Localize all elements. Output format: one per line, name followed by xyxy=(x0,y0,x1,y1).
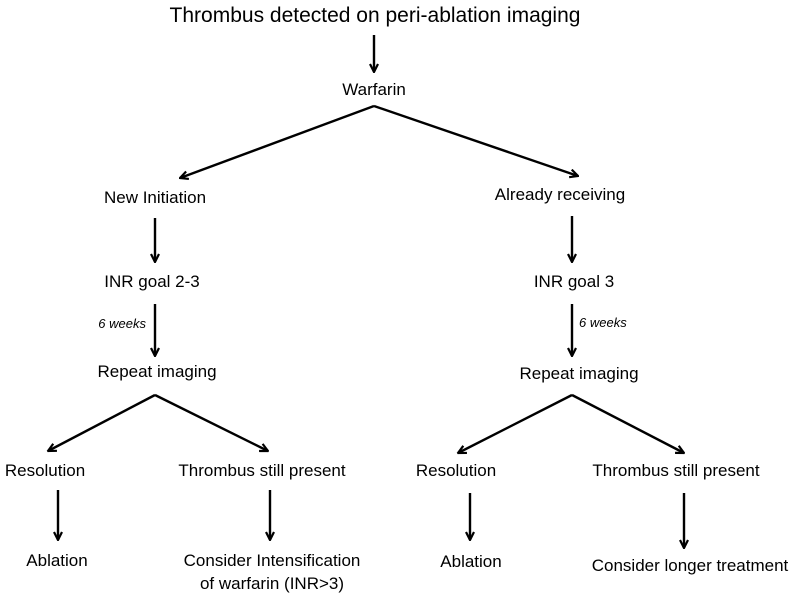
arrow-warfarin-to-already-receiving xyxy=(373,104,578,176)
node-repeat-imaging-right: Repeat imaging xyxy=(519,364,639,383)
arrow-warfarin-to-new-initiation xyxy=(180,104,375,178)
node-inr-goal-left: INR goal 2-3 xyxy=(104,272,200,291)
node-ablation-left: Ablation xyxy=(26,551,88,570)
node-thrombus-present-left: Thrombus still present xyxy=(178,461,346,480)
node-intensification-line2: of warfarin (INR>3) xyxy=(199,574,345,593)
node-intensification-line1: Consider Intensification xyxy=(183,551,361,570)
node-already-receiving: Already receiving xyxy=(494,185,626,204)
node-ablation-right: Ablation xyxy=(440,552,502,571)
edge-label-six-weeks-right: 6 weeks xyxy=(579,315,627,330)
node-longer-treatment: Consider longer treatment xyxy=(591,556,789,575)
arrow-repeat-left-to-thrombus-left xyxy=(154,393,268,451)
node-repeat-imaging-left: Repeat imaging xyxy=(97,362,217,381)
node-thrombus-present-right: Thrombus still present xyxy=(592,461,760,480)
node-intensification: Consider Intensification of warfarin (IN… xyxy=(162,551,382,594)
node-warfarin: Warfarin xyxy=(342,80,406,99)
node-new-initiation: New Initiation xyxy=(103,188,207,207)
arrow-repeat-right-to-resolution-right xyxy=(458,393,573,453)
arrow-repeat-left-to-resolution-left xyxy=(48,393,156,451)
node-inr-goal-right: INR goal 3 xyxy=(533,272,615,291)
node-root: Thrombus detected on peri-ablation imagi… xyxy=(169,4,581,27)
edge-label-six-weeks-left: 6 weeks xyxy=(98,316,146,331)
node-resolution-right: Resolution xyxy=(415,461,497,480)
arrow-repeat-right-to-thrombus-right xyxy=(571,393,684,453)
node-resolution-left: Resolution xyxy=(4,461,86,480)
